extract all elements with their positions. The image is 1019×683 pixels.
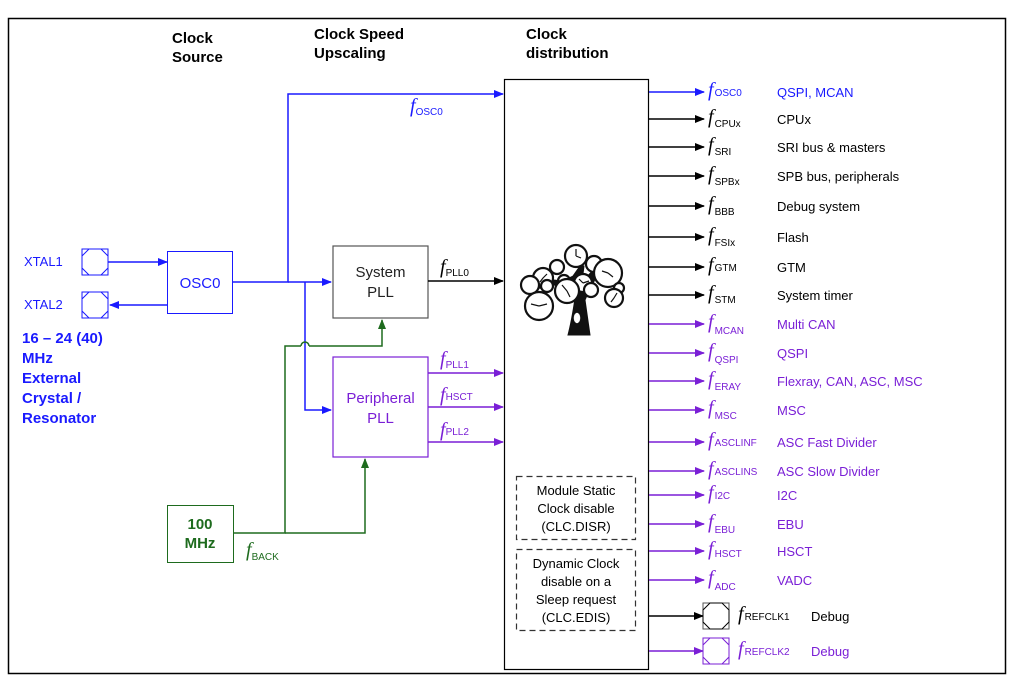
fback-to-peripheral-pll-arrow [285,458,369,534]
output-description: SPB bus, peripherals [777,169,900,184]
backup-oscillator-label-2: MHz [185,535,216,552]
static-clock-disable-box [515,475,637,541]
osc0-box [167,251,233,314]
header-speed-upscaling: Clock Speed Upscaling [314,26,404,62]
svg-text:Clock: Clock [172,30,214,47]
output-description: Debug [811,609,849,624]
xtal1-label: XTAL1 [24,254,63,269]
output-description: Debug system [777,199,860,214]
output-description: ASC Slow Divider [777,464,880,479]
osc0-label: OSC0 [180,275,221,292]
fback-to-system-pll-arrow [309,319,386,347]
output-freq-label: fMSC [708,397,737,422]
svg-text:Resonator: Resonator [22,410,96,427]
header-clock-distribution: Clock distribution [526,26,609,62]
output-pin-icon [702,602,730,630]
output-description: VADC [777,573,812,588]
output-freq-label: fI2C [708,482,730,504]
output-description: CPUx [777,112,811,127]
header-clock-source: Clock Source [172,30,223,66]
output-freq-label: fSPBx [708,163,740,188]
output-freq-label: fREFCLK2 [738,638,790,660]
static-disable-line-2: Clock disable [537,501,614,516]
output-freq-label: fOSC0 [708,79,742,101]
xtal2-label: XTAL2 [24,297,63,312]
svg-text:16 – 24 (40): 16 – 24 (40) [22,330,103,347]
backup-oscillator-box [167,505,234,563]
output-freq-label: fCPUx [708,106,741,130]
fpll1-label: fPLL1 [440,348,469,371]
output-description: GTM [777,260,806,275]
dynamic-disable-line-3: Sleep request [536,592,617,607]
system-pll-label-2: PLL [367,284,394,301]
crystal-description: 16 – 24 (40) MHz External Crystal / Reso… [22,330,103,427]
output-freq-label: fMCAN [708,311,744,337]
output-description: I2C [777,488,797,503]
output-description: Flexray, CAN, ASC, MSC [777,374,923,389]
system-pll-label-1: System [355,264,405,281]
output-freq-label: fHSCT [708,538,742,560]
fhsct-label: fHSCT [440,384,473,406]
output-freq-label: fADC [708,567,736,593]
osc0-to-peripheral-pll-arrow [304,282,332,414]
clock-outputs: fOSC0 QSPI, MCAN fCPUx CPUx fSRI SRI bus & ma… [649,79,923,665]
output-description: Multi CAN [777,317,836,332]
output-description: MSC [777,403,806,418]
static-disable-line-3: (CLC.DISR) [541,519,610,534]
output-freq-label: fSRI [708,134,731,158]
xtal1-pin-icon [81,248,109,276]
output-description: ASC Fast Divider [777,435,877,450]
output-freq-label: fQSPI [708,340,738,366]
output-description: SRI bus & masters [777,140,886,155]
backup-oscillator-label-1: 100 [187,516,212,533]
peripheral-pll-box [332,356,429,458]
svg-text:MHz: MHz [22,350,53,367]
fback-line-a [234,345,301,534]
output-freq-label: fSTM [708,282,736,306]
svg-text:Crystal /: Crystal / [22,390,82,407]
system-pll-box [332,245,429,319]
output-description: QSPI, MCAN [777,85,854,100]
svg-text:Clock: Clock [526,26,568,43]
output-freq-label: fREFCLK1 [738,603,790,625]
output-freq-label: fEBU [708,511,735,536]
fpll2-label: fPLL2 [440,419,469,441]
output-freq-label: fERAY [708,368,741,393]
output-description: QSPI [777,346,808,361]
fpll0-label: fPLL0 [440,256,469,279]
output-freq-label: fASCLINS [708,458,758,480]
dynamic-disable-line-1: Dynamic Clock [533,556,620,571]
output-description: Flash [777,230,809,245]
output-freq-label: fGTM [708,254,737,276]
output-description: Debug [811,644,849,659]
svg-text:distribution: distribution [526,45,609,62]
xtal2-pin-icon [81,291,109,319]
output-pin-icon [702,637,730,665]
output-freq-label: fFSIx [708,224,735,249]
svg-text:Upscaling: Upscaling [314,45,386,62]
dynamic-disable-line-2: disable on a [541,574,612,589]
fosc0-line [233,90,504,283]
output-description: HSCT [777,544,812,559]
diagram-frame [7,17,1007,675]
svg-text:Source: Source [172,49,223,66]
peripheral-pll-label-1: Peripheral [346,390,414,407]
output-freq-label: fBBB [708,193,735,218]
output-description: EBU [777,517,804,532]
svg-text:External: External [22,370,81,387]
dynamic-disable-line-4: (CLC.EDIS) [542,610,611,625]
fback-label: fBACK [246,539,279,563]
peripheral-pll-label-2: PLL [367,410,394,427]
svg-text:Clock Speed: Clock Speed [314,26,404,43]
fosc0-label: fOSC0 [410,95,443,118]
static-disable-line-1: Module Static [537,483,616,498]
output-description: System timer [777,288,854,303]
output-freq-label: fASCLINF [708,429,757,451]
clock-distribution-box [503,78,650,671]
clock-tree-icon [519,243,626,336]
line-jump [300,341,310,347]
